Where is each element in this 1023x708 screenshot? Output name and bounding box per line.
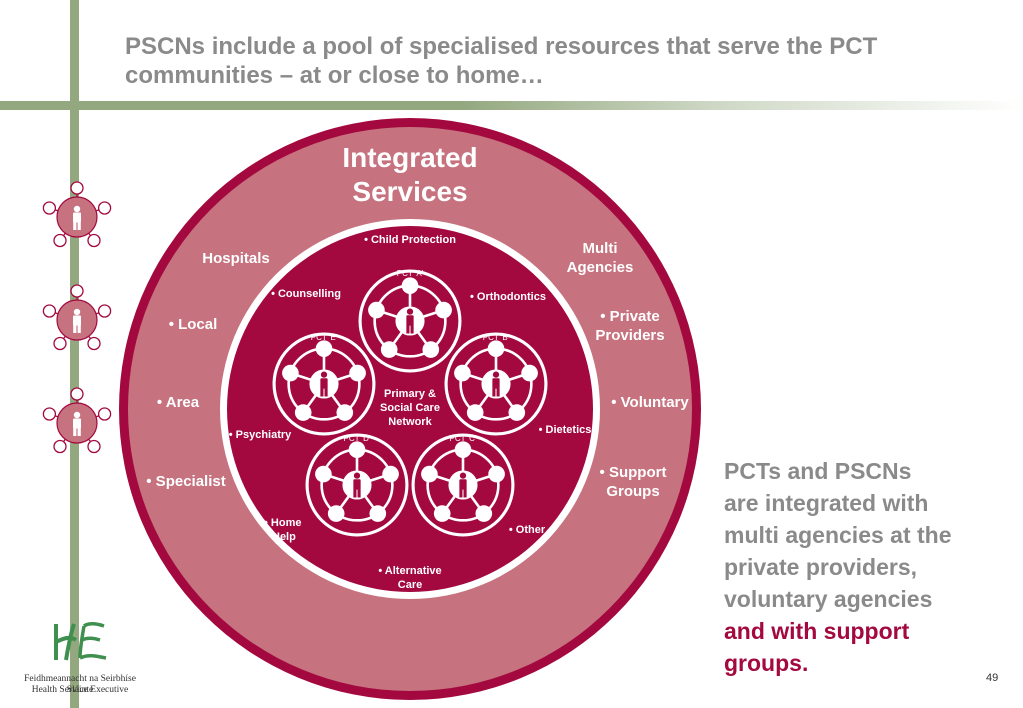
summary-line: multi agencies at the (724, 522, 952, 548)
label-line: • Support (599, 464, 667, 481)
pct-a-label: PCT 'A' (396, 269, 424, 278)
summary-text: PCTs and PSCNs are integrated with multi… (724, 455, 1004, 679)
integrated-services-diagram: Integrated Services Hospitals • Local • … (118, 117, 702, 701)
support-groups-label: • Support Groups (583, 463, 683, 501)
hse-logo (54, 621, 107, 661)
label-line: Groups (606, 483, 660, 500)
page-number: 49 (986, 672, 999, 684)
decorative-horizontal-bar (0, 101, 1023, 110)
dietetics-label: • Dietetics (538, 424, 592, 436)
home-help-label: • Home Help (264, 516, 324, 544)
pct-network-icon (37, 383, 117, 463)
label-line: • Home (264, 517, 302, 529)
orthodontics-label: • Orthodontics (470, 291, 546, 303)
pct-b-label: PCT 'B' (482, 333, 510, 342)
pct-e-label: PCT 'E' (310, 333, 338, 342)
label-line: Primary & (384, 388, 436, 400)
pct-e-icon (274, 334, 374, 434)
hse-caption-english: Health Service Executive (31, 685, 129, 695)
summary-line: are integrated with (724, 490, 929, 516)
heading-line: Multi (582, 240, 618, 257)
integrated-services-title: Integrated Services (260, 141, 560, 209)
heading-line: Agencies (566, 259, 634, 276)
slide-title: PSCNs include a pool of specialised reso… (125, 33, 878, 89)
label-line: Network (388, 416, 432, 428)
decorative-vertical-bar (70, 0, 79, 708)
summary-line-accent: and with support (724, 618, 910, 644)
pct-c-icon (413, 435, 513, 535)
hospital-specialist-label: • Specialist (146, 473, 226, 490)
multi-agencies-heading: Multi Agencies (550, 239, 650, 277)
summary-line: private providers, (724, 554, 918, 580)
pct-d-label: PCT 'D' (343, 434, 371, 443)
title-line: Integrated (342, 142, 478, 173)
label-line: Social Care (380, 402, 440, 414)
summary-line: PCTs and PSCNs (724, 458, 912, 484)
hospital-local-label: • Local (168, 316, 218, 333)
label-line: Providers (595, 327, 665, 344)
voluntary-label: • Voluntary (611, 394, 689, 411)
label-line: • Private (600, 308, 660, 325)
summary-line: voluntary agencies (724, 586, 933, 612)
pct-network-icon (37, 177, 117, 257)
hse-caption-irish: Feidhmeannacht na Seirbhíse Sláinte (24, 674, 136, 695)
private-providers-label: • Private Providers (580, 307, 680, 345)
pct-network-icon (37, 280, 117, 360)
pct-b-icon (446, 334, 546, 434)
counselling-label: • Counselling (271, 288, 341, 300)
hospital-area-label: • Area (156, 394, 200, 411)
hospitals-heading: Hospitals (202, 250, 270, 267)
pct-c-label: PCT 'C' (449, 434, 477, 443)
psychiatry-label: • Psychiatry (228, 429, 292, 441)
pct-a-icon (360, 271, 460, 371)
other-label: • Other (508, 524, 546, 536)
summary-line-accent: groups. (724, 650, 809, 676)
title-line: Services (352, 176, 468, 207)
label-line: Help (272, 531, 296, 543)
primary-social-care-network-label: Primary & Social Care Network (360, 387, 460, 429)
alternative-care-label: • Alternative Care (360, 564, 460, 592)
label-line: • Alternative (378, 565, 442, 577)
child-protection-label: • Child Protection (364, 234, 456, 246)
label-line: Care (397, 579, 423, 591)
